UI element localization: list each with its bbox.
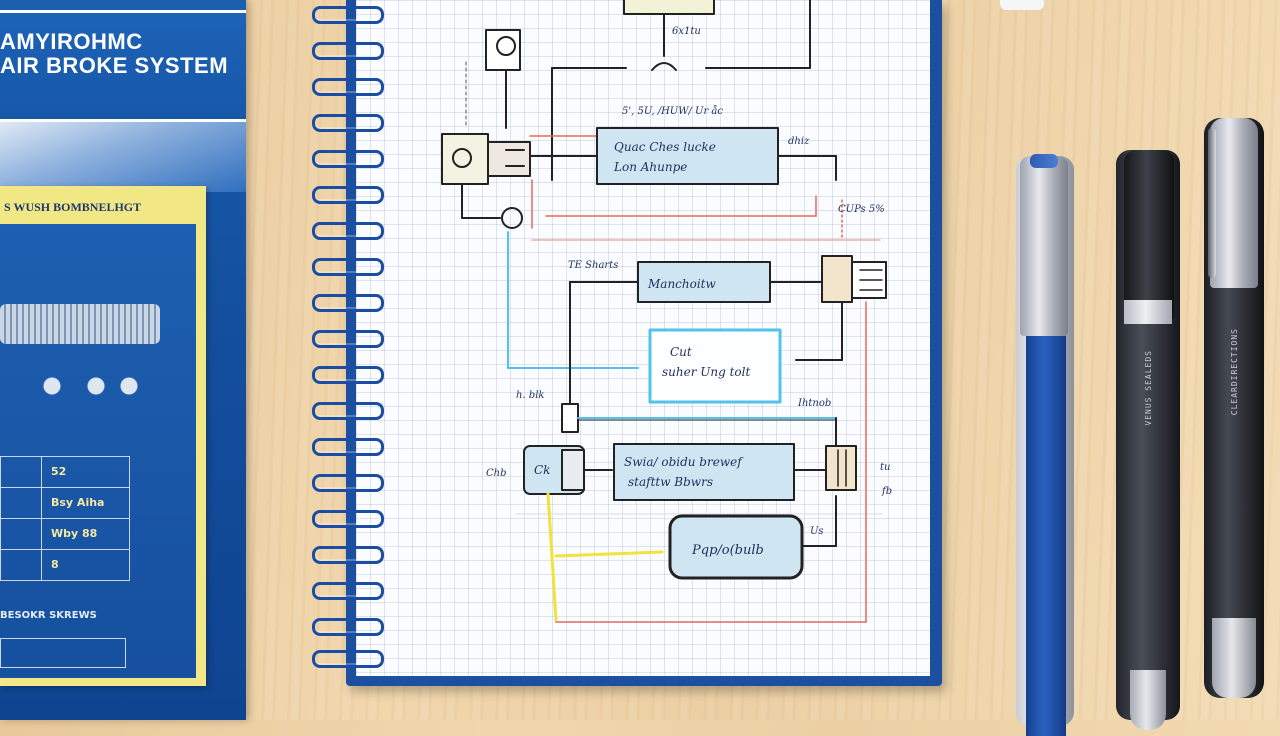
booklet-image-band [0,122,246,192]
filter-symbol [501,207,523,229]
box1-line1: Quac Ches lucke [614,140,716,154]
relay-valve-symbol [561,403,579,433]
table-row: Wby 88 [0,519,130,550]
black-pen-middle-text: VENUS SEALEDS [1144,350,1153,426]
black-pen-band [1124,300,1172,324]
right-small-note: tu [880,462,890,473]
air-brake-booklet: AMYIROHMC AIR BROKE SYSTEM S WUSH BOMBNE… [0,0,246,720]
notebook-page [356,0,930,676]
brake-actuator-upper [821,255,853,303]
booklet-footer-text: BESOKR SKREWS [0,610,97,621]
paper-scrap [1000,0,1044,10]
box4-line2: stafttw Bbwrs [628,475,713,489]
box4-line1: Swia/ obidu brewef [624,455,744,469]
diagram-box-1 [596,127,779,185]
box1-line2: Lon Ahunpe [613,160,687,174]
blue-pen-cap [1020,156,1068,336]
black-pen-right-text: CLEARDIRECTIONS [1230,328,1239,416]
left-small-note: Chb [486,468,507,479]
booklet-card-title: S WUSH BOMBNELHGT [4,200,142,214]
upper-caption: 5', 5U, /HUW/ Ur åc [622,105,723,117]
booklet-device-wheels [30,374,140,398]
top-component-box [623,0,715,15]
booklet-title-line2: AIR BROKE SYSTEM [0,53,229,78]
booklet-last-row [0,638,126,668]
box6-label: Pqp/o(bulb [691,543,764,558]
lower-right-note: Ihtnob [797,398,831,409]
blue-pen [1016,154,1074,736]
brake-system-diagram: 6x1tu 5', 5U, /HUW/ Ur åc Quac Ches luck… [441,0,892,623]
box3-line1: Cut [670,345,692,359]
booklet-title-line1: AMYIROHMC [0,29,143,54]
booklet-table: 52 Bsy Aiha Wby 88 8 [0,456,130,581]
booklet-device-illustration [0,304,160,344]
table-row: Bsy Aiha [0,488,130,519]
left-side-note: TE Sharts [568,260,618,271]
right-small-note-2: fb [881,486,892,497]
lower-left-note: h. blk [516,390,544,401]
booklet-header: AMYIROHMC AIR BROKE SYSTEM [0,10,246,122]
box1-side-note: dhiz [788,136,810,147]
black-pen-right: CLEARDIRECTIONS [1204,118,1264,698]
blue-pen-barrel [1026,336,1066,736]
compressor-block [441,133,489,185]
diagram-box-3 [648,328,782,404]
right-upper-note: CUPs 5% [838,204,885,215]
black-pen-cap [1124,150,1174,320]
box5-label: Ck [534,463,550,477]
brake-actuator-lower [825,445,857,491]
table-row: 52 [0,456,130,488]
box2-label: Manchoitw [647,277,717,291]
blue-pen-cap-top [1030,154,1058,168]
box6-side-note: Us [810,526,824,537]
black-pen-right-cap [1210,118,1258,288]
black-pen-middle: VENUS SEALEDS [1116,150,1180,730]
black-pen-tip [1130,670,1166,730]
table-row: 8 [0,550,130,581]
pen-clip [1208,128,1216,278]
valve-symbol [651,62,677,71]
diagram-box-4 [613,443,795,501]
black-pen-right-tip [1212,618,1256,698]
box3-line2: suher Ung tolt [662,365,750,379]
booklet-yellow-card: S WUSH BOMBNELHGT 52 Bsy Aiha Wby 88 8 B… [0,186,206,686]
booklet-card-panel: 52 Bsy Aiha Wby 88 8 BESOKR SKREWS [0,224,196,678]
top-note: 6x1tu [672,26,701,37]
